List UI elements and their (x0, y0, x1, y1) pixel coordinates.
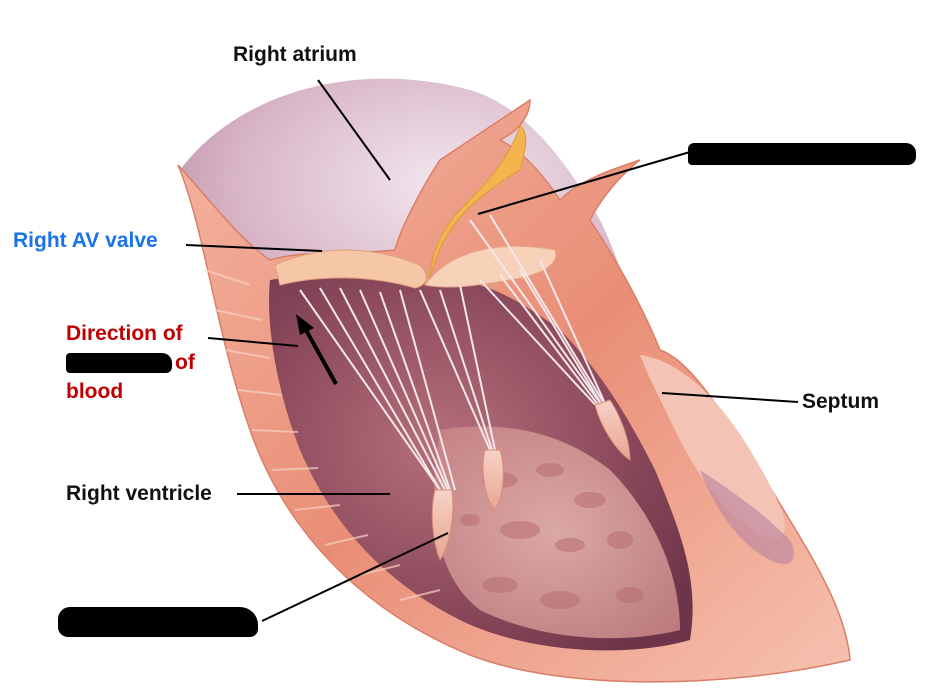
label-direction-line2: of (175, 349, 195, 377)
label-right-atrium: Right atrium (233, 41, 357, 69)
redacted-label-top-right (688, 143, 916, 165)
label-right-av-valve: Right AV valve (13, 227, 158, 255)
label-direction-line3: blood (66, 378, 123, 406)
redacted-label-direction-middle (66, 353, 172, 373)
label-right-ventricle: Right ventricle (66, 480, 212, 508)
redacted-label-bottom-left (58, 607, 258, 637)
label-septum: Septum (802, 388, 879, 416)
label-direction-line1: Direction of (66, 320, 183, 348)
